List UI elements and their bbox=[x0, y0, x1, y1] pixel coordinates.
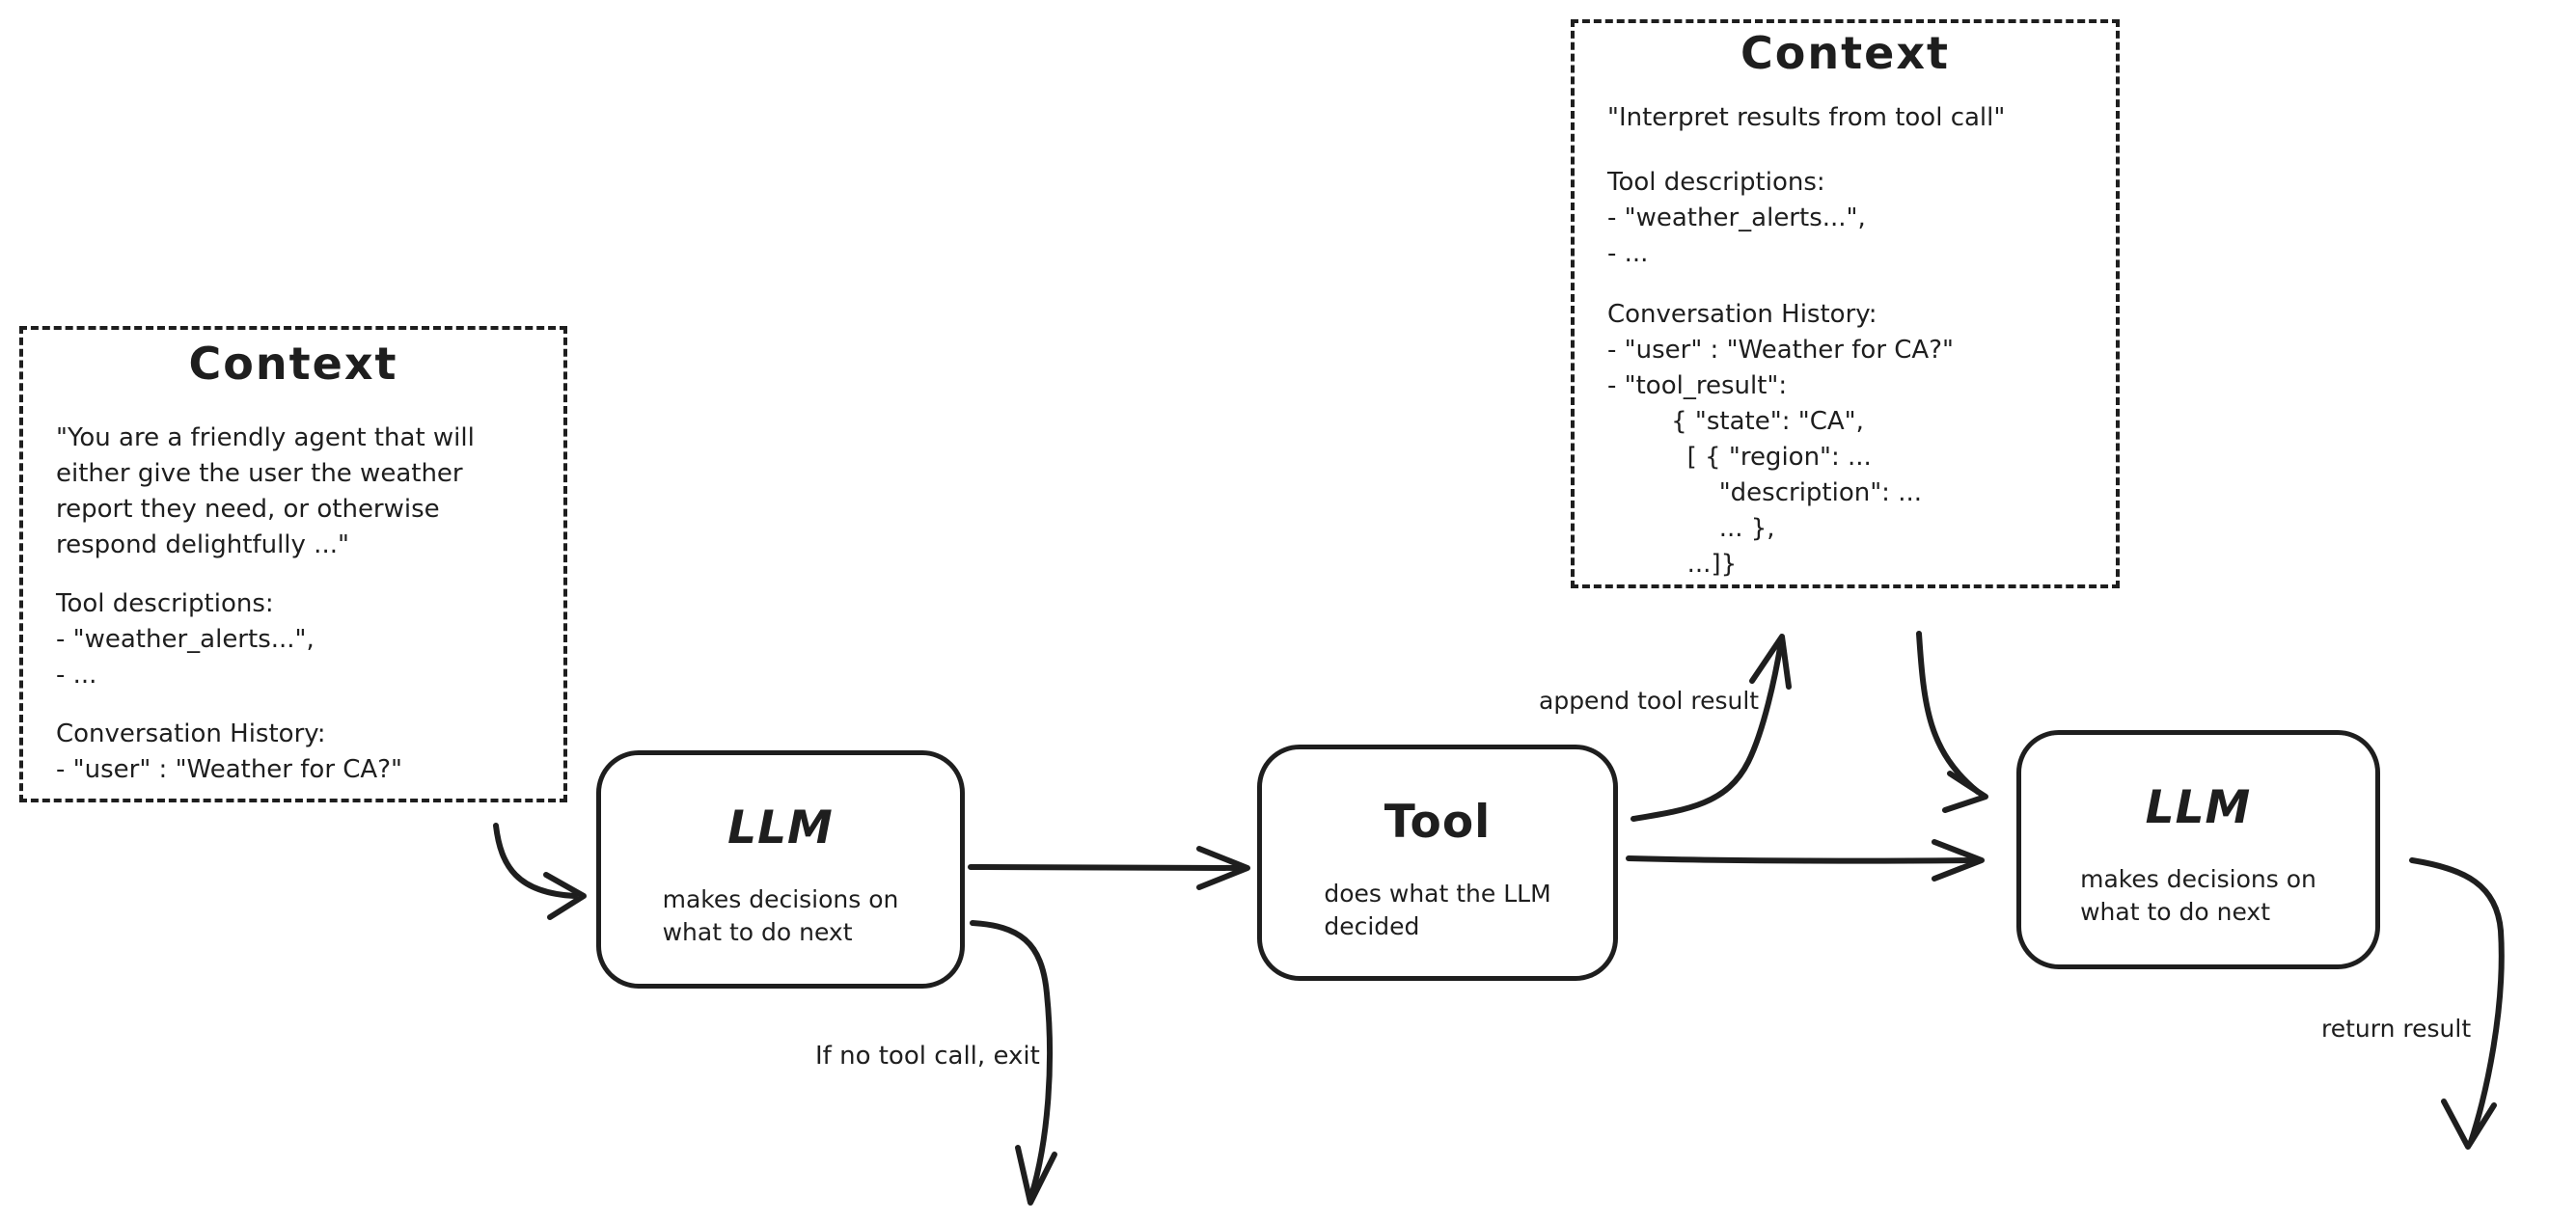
llm-node-title: LLM bbox=[727, 801, 834, 855]
tool-descriptions-text: Tool descriptions: - "weather_alerts..."… bbox=[1607, 168, 1866, 268]
llm-node-second: LLM makes decisions on what to do next bbox=[2016, 730, 2380, 969]
context-title: Context bbox=[1740, 27, 1950, 79]
llm-node-subtitle: makes decisions on what to do next bbox=[662, 885, 899, 946]
tool-node-subtitle: does what the LLM decided bbox=[1324, 880, 1551, 940]
arrow-context-to-llm-second bbox=[1916, 631, 1988, 813]
arrow-llm-to-tool bbox=[968, 846, 1250, 890]
tool-descriptions-text: Tool descriptions: - "weather_alerts..."… bbox=[56, 589, 315, 690]
arrow-tool-to-context bbox=[1631, 634, 1792, 822]
system-prompt-text: "Interpret results from tool call" bbox=[1607, 103, 2006, 132]
tool-node: Tool does what the LLM decided bbox=[1257, 745, 1618, 981]
append-tool-result-label: append tool result bbox=[1539, 687, 1760, 715]
arrow-context-to-llm bbox=[493, 823, 587, 920]
system-prompt-text: "You are a friendly agent that will eith… bbox=[56, 423, 475, 559]
context-box-after-tool: Context "Interpret results from tool cal… bbox=[1571, 19, 2120, 588]
llm-node-subtitle: makes decisions on what to do next bbox=[2080, 865, 2316, 926]
llm-node-title: LLM bbox=[2145, 781, 2252, 834]
context-box-initial: Context "You are a friendly agent that w… bbox=[19, 326, 567, 802]
conversation-history-text: Conversation History: - "user" : "Weathe… bbox=[1607, 300, 1954, 579]
arrow-exit bbox=[970, 920, 1057, 1206]
return-result-label: return result bbox=[2321, 1015, 2472, 1043]
llm-node-first: LLM makes decisions on what to do next bbox=[596, 750, 965, 989]
tool-node-title: Tool bbox=[1384, 796, 1492, 849]
conversation-history-text: Conversation History: - "user" : "Weathe… bbox=[56, 719, 402, 784]
context-title: Context bbox=[188, 338, 398, 390]
arrow-return-result bbox=[2409, 857, 2505, 1150]
if-no-tool-call-exit-label: If no tool call, exit bbox=[815, 1042, 1040, 1071]
arrow-tool-to-llm-second bbox=[1626, 839, 1985, 882]
